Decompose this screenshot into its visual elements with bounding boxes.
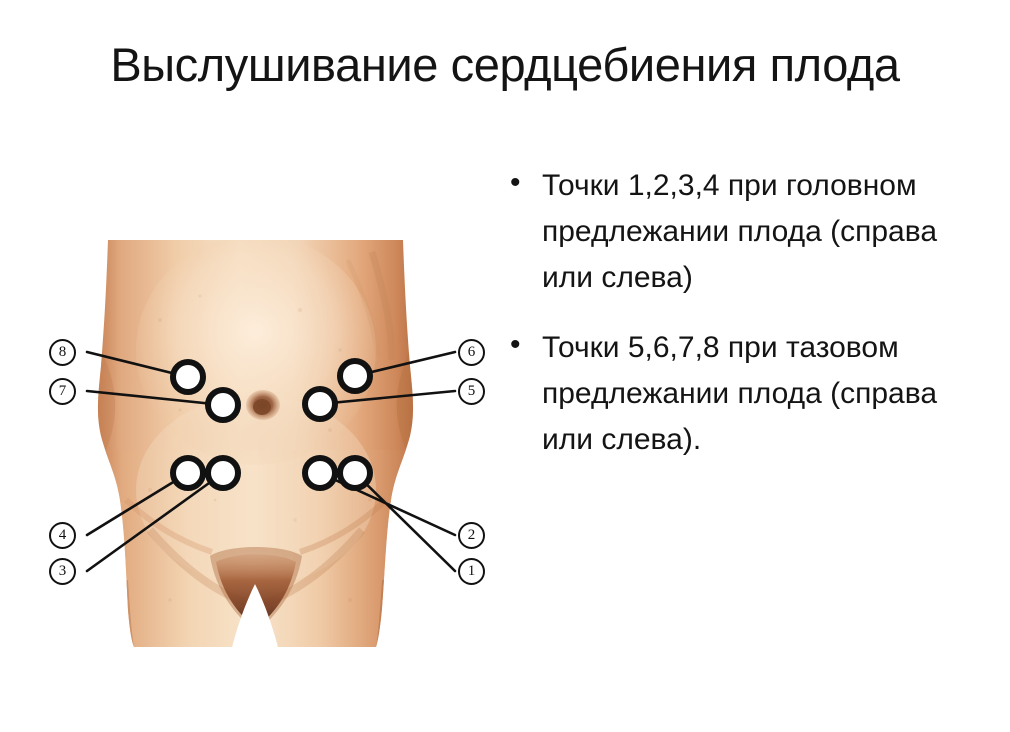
auscultation-point-7[interactable] <box>170 359 206 395</box>
bullet-text-breech-presentation: Точки 5,6,7,8 при тазовом предлежании пл… <box>542 331 938 456</box>
point-label-2: 2 <box>458 522 485 549</box>
auscultation-point-1[interactable] <box>337 455 373 491</box>
auscultation-point-2[interactable] <box>302 455 338 491</box>
point-label-6: 6 <box>458 339 485 366</box>
leader-line-5 <box>318 389 457 406</box>
bullet-text-head-presentation: Точки 1,2,3,4 при головном предлежании п… <box>542 169 938 294</box>
auscultation-point-3[interactable] <box>205 455 241 491</box>
auscultation-point-6[interactable] <box>337 358 373 394</box>
auscultation-point-8[interactable] <box>205 387 241 423</box>
bullet-marker-icon: • <box>510 328 521 361</box>
leader-line-3 <box>85 471 225 573</box>
point-label-3: 3 <box>49 558 76 585</box>
navel <box>246 390 280 420</box>
body-silhouette <box>97 240 414 647</box>
list-item: • Точки 5,6,7,8 при тазовом предлежании … <box>510 325 940 463</box>
auscultation-point-5[interactable] <box>302 386 338 422</box>
list-item: • Точки 1,2,3,4 при головном предлежании… <box>510 163 940 301</box>
leader-line-7 <box>85 389 225 407</box>
leader-line-1 <box>353 471 457 573</box>
auscultation-markers <box>170 358 373 491</box>
abdomen-figure <box>85 240 457 647</box>
point-label-8: 8 <box>49 339 76 366</box>
auscultation-point-4[interactable] <box>170 455 206 491</box>
page-title: Выслушивание сердцебиения плода <box>110 38 900 91</box>
anatomy-illustration: 8 7 6 5 4 3 2 1 <box>0 200 510 660</box>
point-label-1: 1 <box>458 558 485 585</box>
point-label-7: 7 <box>49 378 76 405</box>
point-label-4: 4 <box>49 522 76 549</box>
bullet-marker-icon: • <box>510 166 521 199</box>
bullet-list: • Точки 1,2,3,4 при головном предлежании… <box>510 163 940 487</box>
point-label-5: 5 <box>458 378 485 405</box>
leader-line-4 <box>85 471 190 537</box>
